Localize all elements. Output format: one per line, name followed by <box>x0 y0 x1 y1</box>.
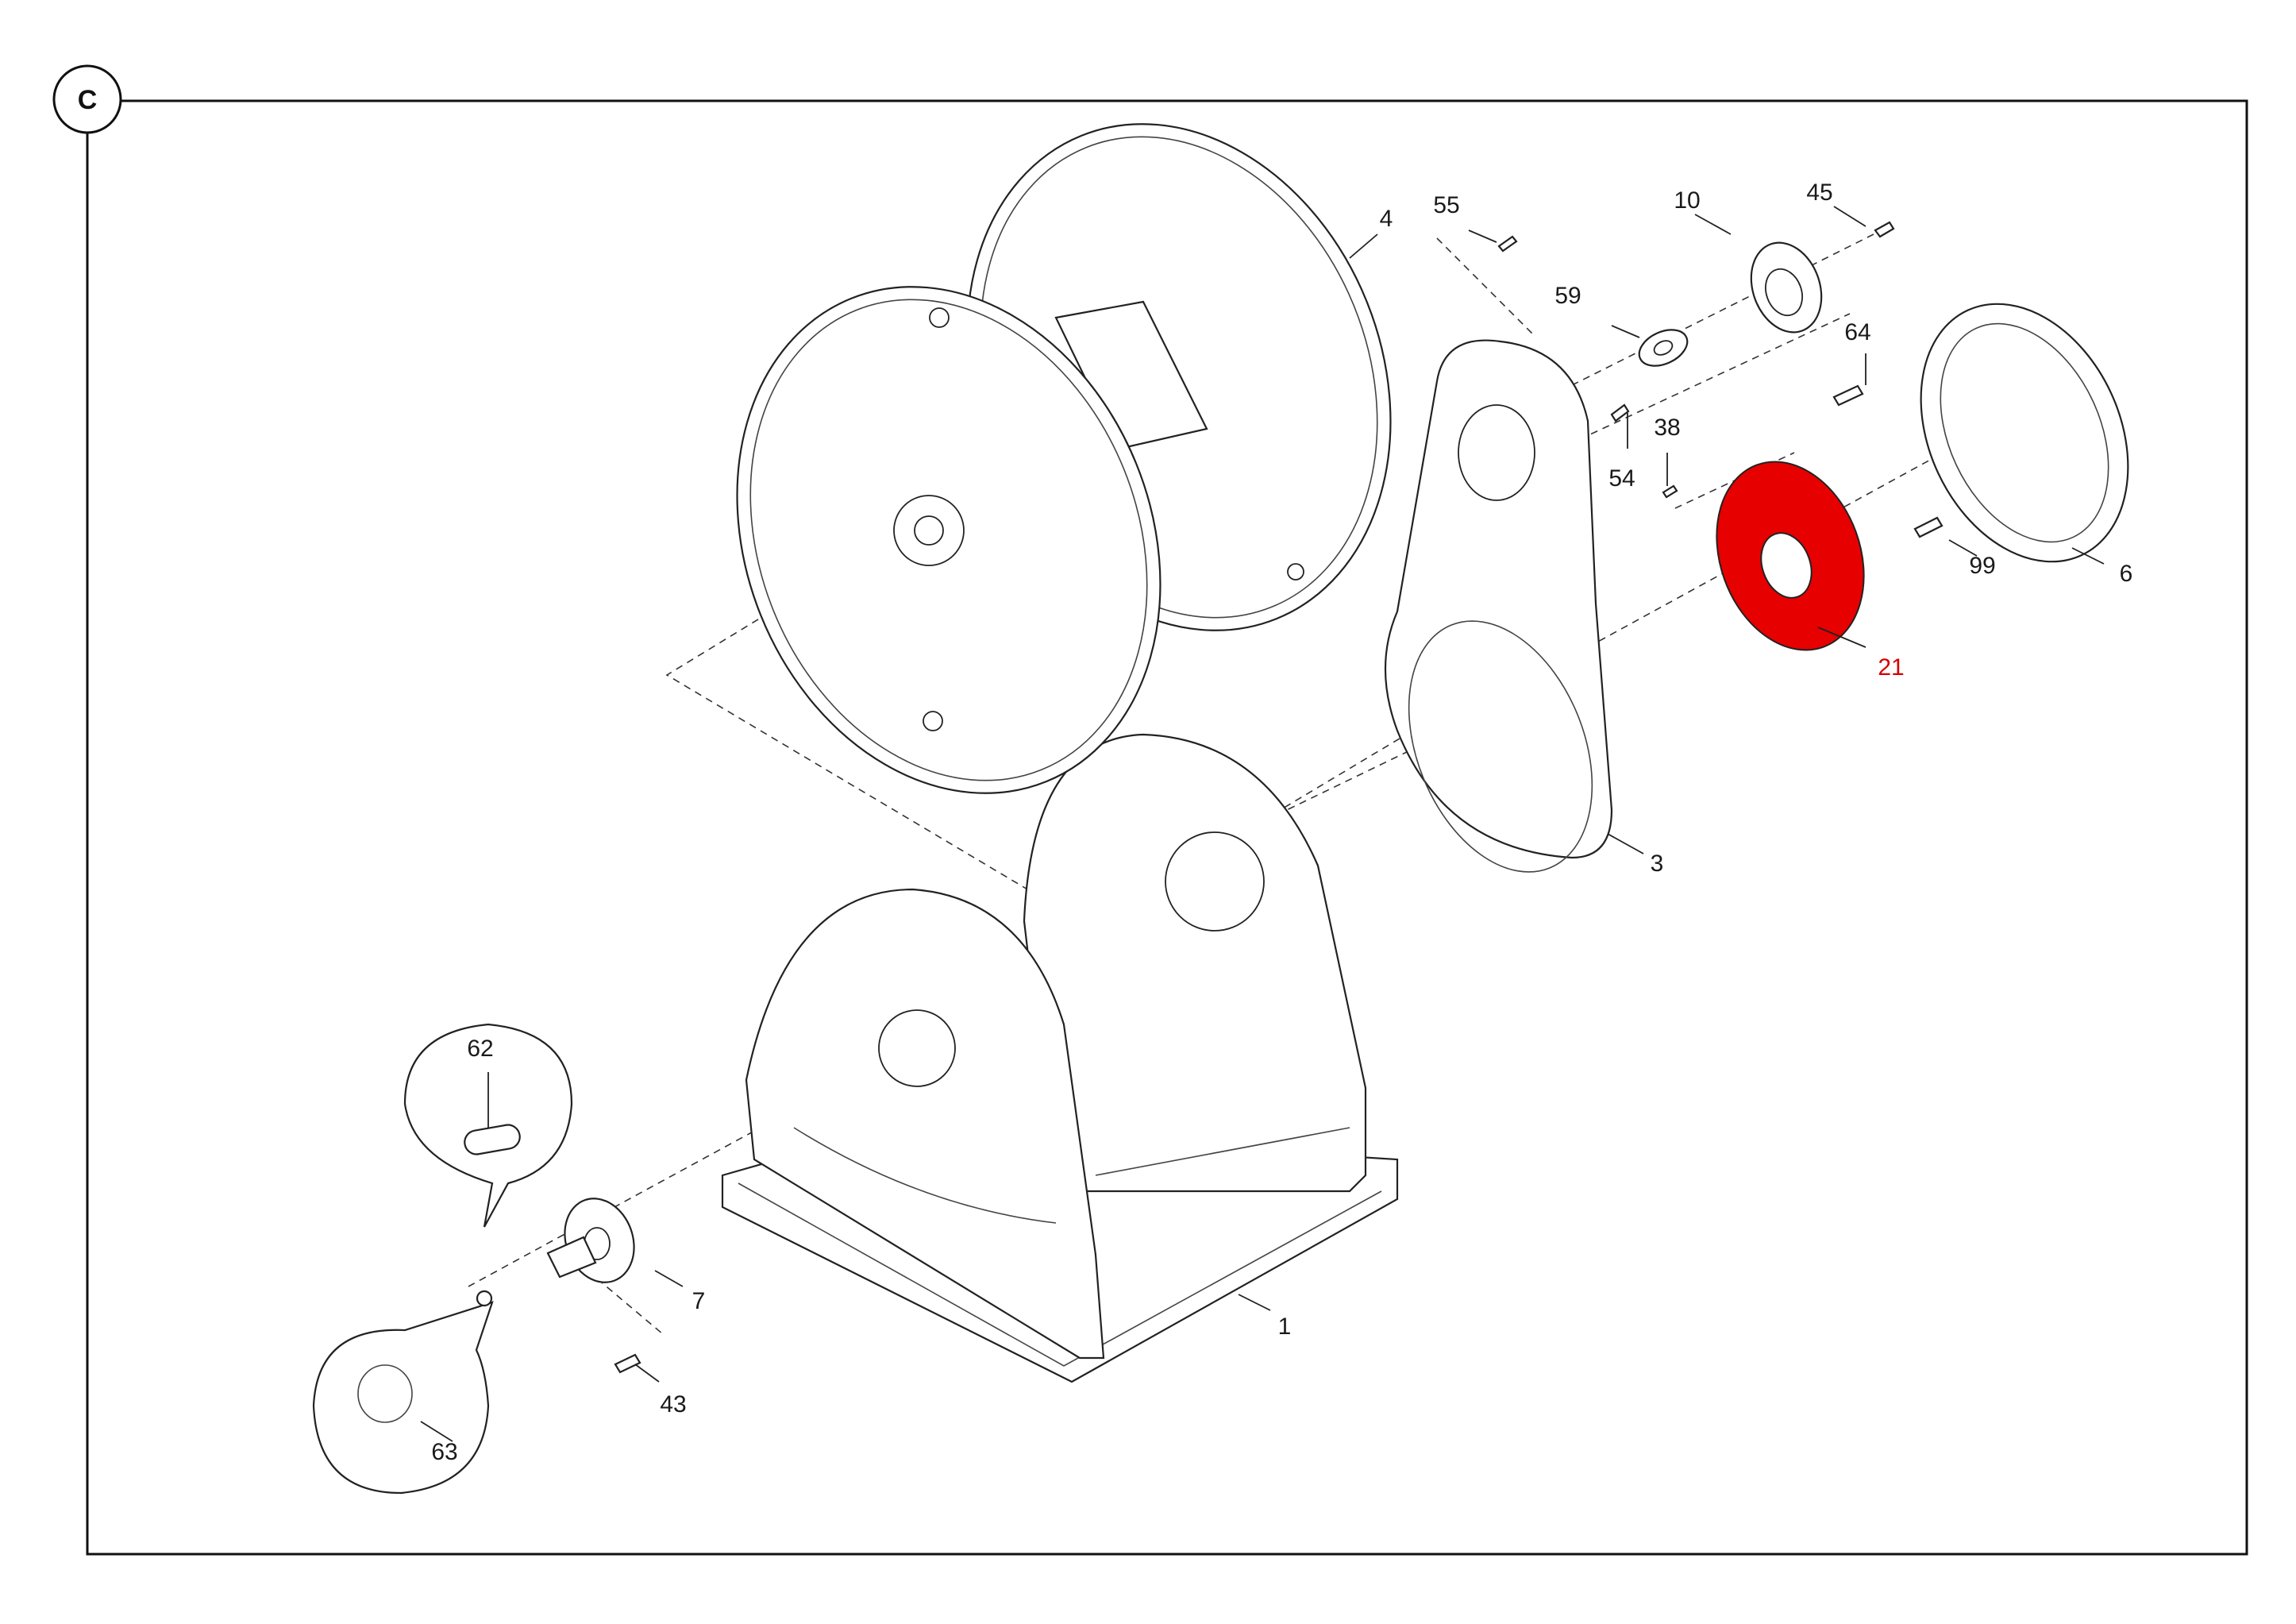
callout-10: 10 <box>1674 187 1700 214</box>
bolts <box>614 221 1944 1374</box>
callout-3: 3 <box>1651 851 1664 877</box>
callout-64: 64 <box>1844 319 1870 345</box>
part-6-flange-ring <box>1920 303 2129 563</box>
callout-labels: 1 3 4 6 7 10 21 38 43 45 54 55 59 62 63 … <box>431 179 2132 1465</box>
callout-63: 63 <box>431 1439 457 1465</box>
callout-99: 99 <box>1969 553 1995 579</box>
svg-text:C: C <box>78 85 98 115</box>
part-7-shaft-hub <box>546 1198 635 1283</box>
section-badge: C <box>52 64 122 134</box>
callout-1: 1 <box>1278 1313 1292 1340</box>
part-10-bearing-housing <box>1750 241 1823 334</box>
part-1-base-frame <box>721 733 1399 1383</box>
callout-54: 54 <box>1608 465 1635 492</box>
part-4-cable-drum <box>736 123 1392 794</box>
callout-4: 4 <box>1380 206 1393 232</box>
drawing-frame <box>86 99 2248 1556</box>
callout-45: 45 <box>1806 179 1832 206</box>
part-21-highlighted-flange <box>1716 461 1865 651</box>
leader-lines <box>420 206 2105 1442</box>
callout-38: 38 <box>1654 415 1680 441</box>
detail-bubble-63 <box>312 1290 494 1495</box>
part-59-bearing <box>1638 329 1689 367</box>
callout-7: 7 <box>692 1288 706 1314</box>
callout-59: 59 <box>1554 283 1581 309</box>
callout-62: 62 <box>467 1036 493 1062</box>
callout-43: 43 <box>660 1391 686 1418</box>
part-3-side-plate <box>1384 339 1613 873</box>
callout-55: 55 <box>1433 192 1459 218</box>
callout-6: 6 <box>2120 561 2133 587</box>
callout-21: 21 <box>1878 654 1904 681</box>
